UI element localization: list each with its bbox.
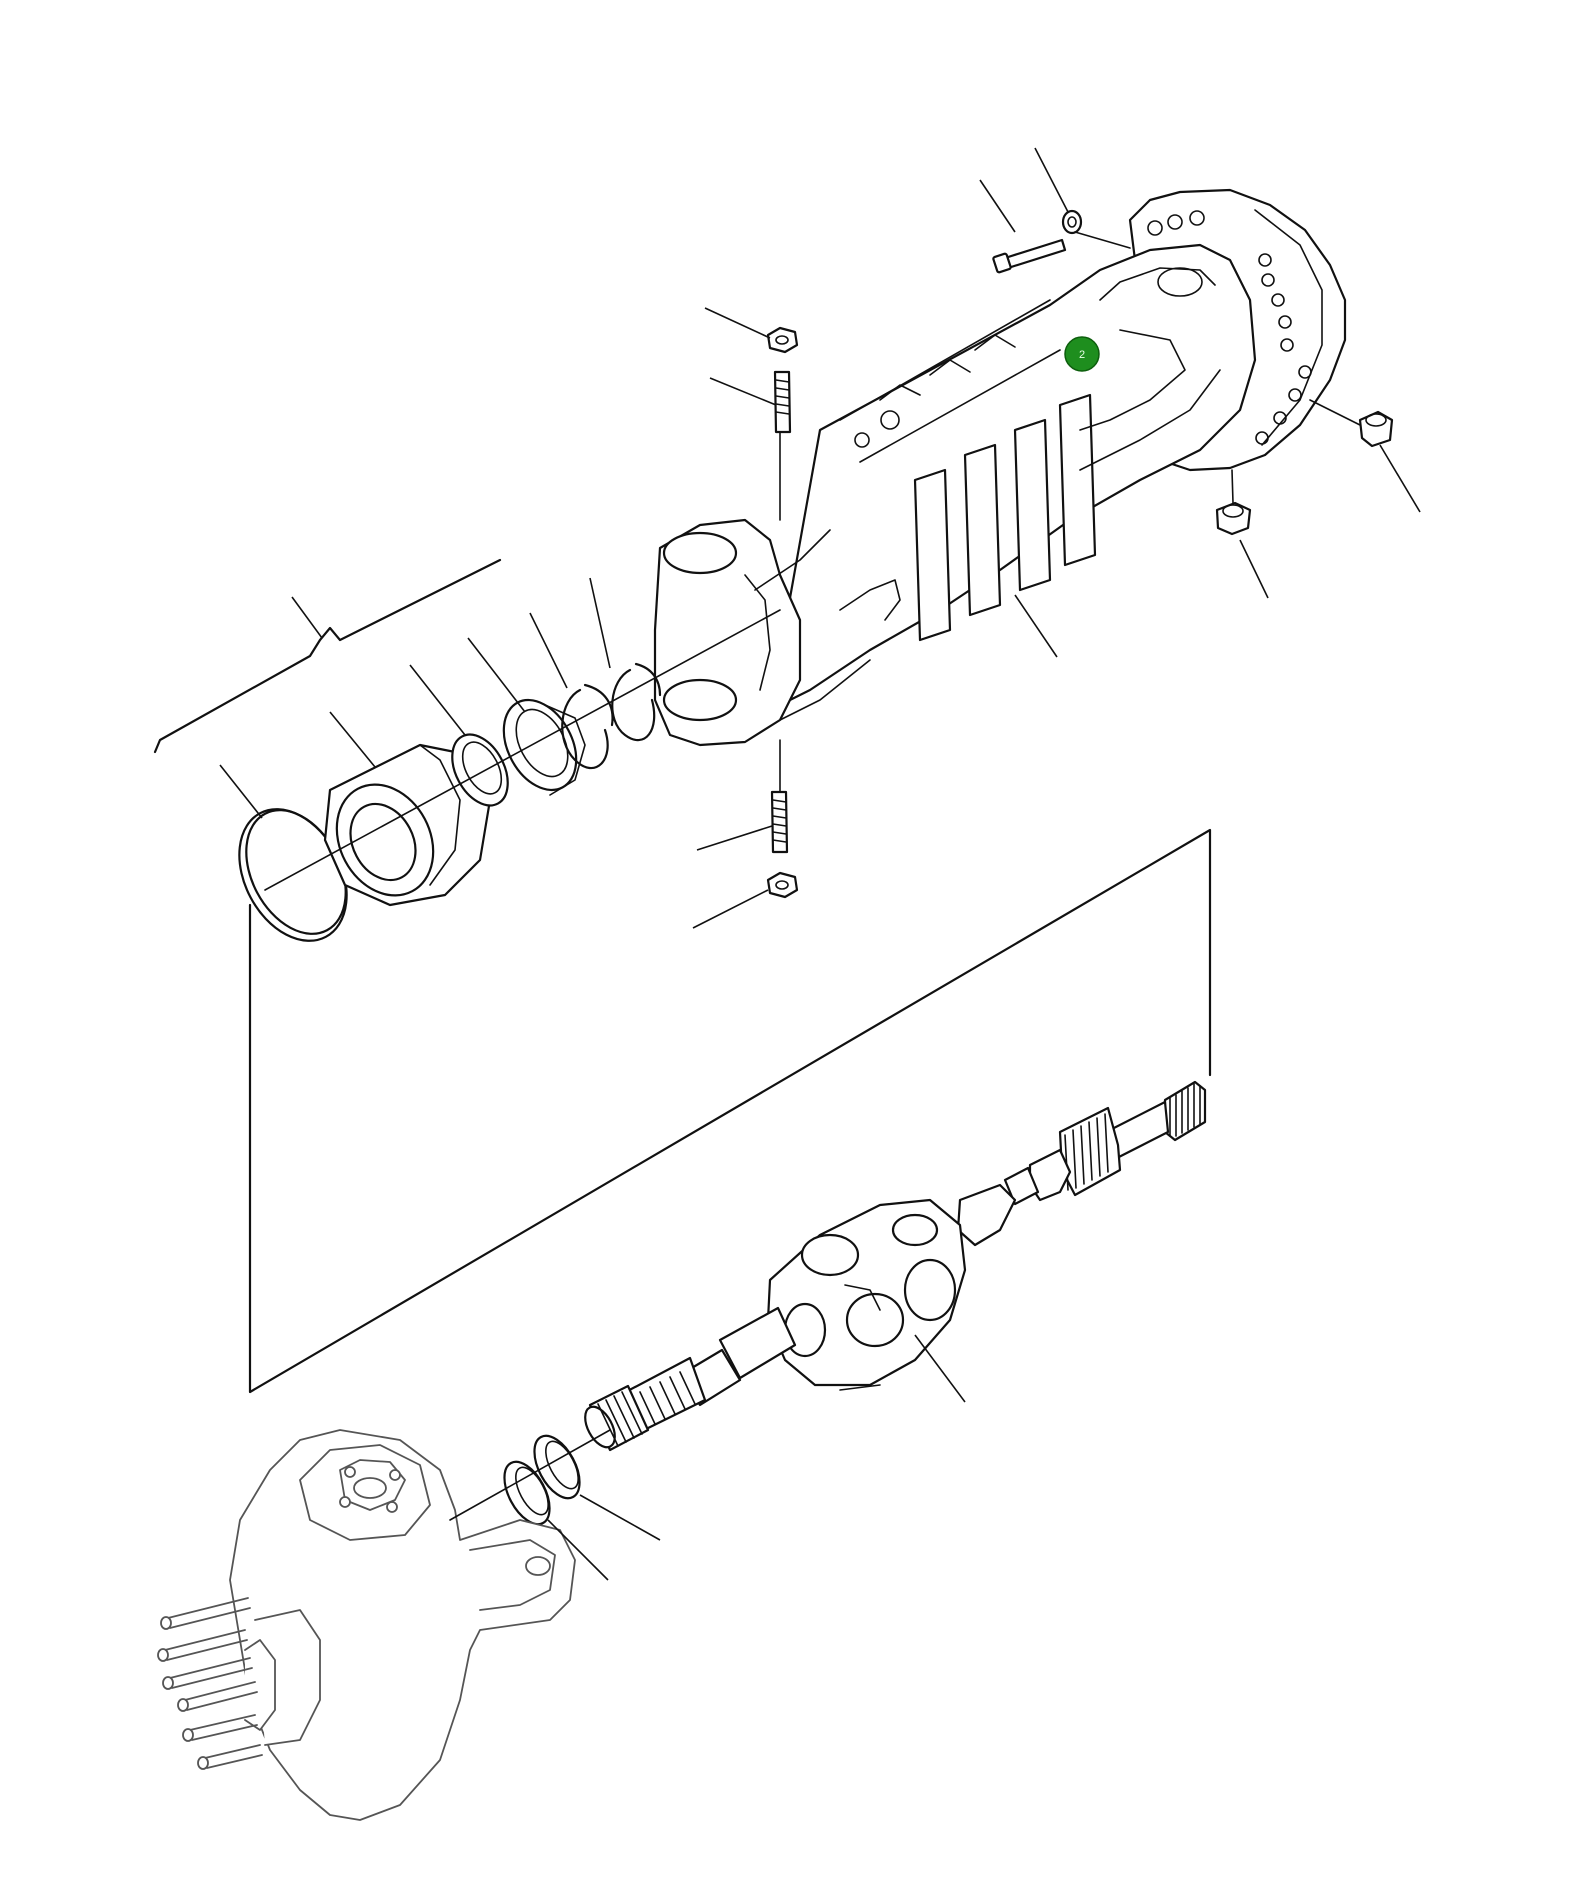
shaft-long	[618, 1306, 797, 1434]
axle-housing	[653, 188, 1347, 747]
wheel-studs	[157, 1597, 263, 1770]
seal-ring	[451, 733, 509, 807]
shaft-rings	[503, 1434, 581, 1526]
leader-lines	[219, 147, 1421, 1581]
housing-fasteners	[766, 209, 1394, 899]
cv-joint	[766, 1183, 1017, 1391]
bearing	[502, 698, 586, 796]
bearing-seal-kit	[153, 558, 662, 942]
callout-badge-2[interactable]: 2	[1064, 336, 1100, 372]
stud-upper	[773, 370, 792, 434]
nut-upper	[766, 326, 799, 354]
nut-lower	[766, 871, 799, 899]
snap-ring-2	[611, 662, 662, 742]
snap-ring-1	[561, 683, 614, 770]
shaft-spline-right	[1058, 1080, 1207, 1197]
assembly-axis-lines	[248, 231, 1361, 1521]
kit-bracket	[153, 558, 502, 754]
axle-shaft-assembly	[584, 1080, 1207, 1452]
steering-knuckle	[157, 1429, 576, 1821]
stud-lower	[770, 790, 789, 854]
ring-lower-1	[533, 1434, 581, 1500]
callout-label: 2	[1079, 349, 1085, 361]
washer-top	[1061, 209, 1083, 235]
bolt-top	[992, 238, 1067, 274]
ring-lower-2	[503, 1460, 551, 1526]
plug-bottom	[1215, 501, 1252, 536]
plug-right	[1358, 410, 1394, 448]
